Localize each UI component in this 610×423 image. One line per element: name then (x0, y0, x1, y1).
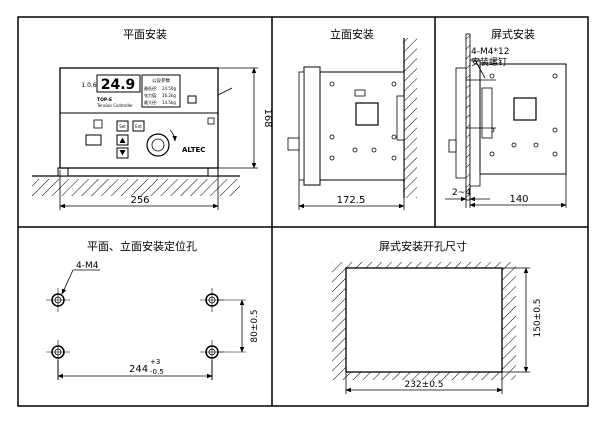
readout-row-label: 最大径: (144, 99, 157, 105)
hole-spacing-x-label: 244 (129, 364, 148, 375)
readout-row-label: 张力值: (144, 92, 157, 98)
flat-height-label: 168 (262, 108, 273, 127)
readout-row-label: 最低径: (144, 85, 157, 91)
holes-title: 平面、立面安装定位孔 (87, 239, 197, 253)
set-button (116, 120, 129, 132)
screw-label: 4-M4*12 (471, 47, 509, 57)
ent-button (132, 120, 145, 132)
cutout-opening (345, 267, 503, 373)
readout-panel (141, 74, 181, 108)
vertical-side-view (287, 38, 417, 198)
mounting-holes (46, 269, 246, 380)
hole-top-left (46, 288, 70, 312)
vertical-mount-title: 立面安装 (330, 27, 374, 41)
cutout-width-label: 232±0.5 (404, 380, 443, 390)
wall-hatch (403, 38, 417, 198)
flat-width-label: 256 (130, 195, 149, 206)
cutout-drawing (332, 262, 530, 394)
adjust-knob (146, 133, 170, 157)
hole-tol-minus: -0.5 (150, 368, 164, 376)
hole-spacing-y-label: 80±0.5 (250, 309, 260, 342)
controller-front-view: 24.9 1.0.6 TOP-E Tension Controller 公设参数… (32, 67, 240, 196)
ground-hatch (32, 178, 240, 196)
display-digits: 1.0.6 (81, 82, 96, 89)
vertical-dimensions (298, 180, 405, 210)
display-value: 24.9 (101, 77, 136, 93)
brand-logo: ALTEC (182, 146, 205, 154)
hole-label: 4-M4 (76, 261, 99, 271)
screen-side-view (448, 33, 567, 201)
screen-width-label: 140 (509, 194, 528, 205)
set-button-label: Set (119, 124, 126, 129)
readout-row-value: 24.50g (162, 86, 176, 91)
cutout-title: 屏式安装开孔尺寸 (379, 239, 467, 253)
readout-row-value: 14.5kg (162, 100, 176, 105)
down-arrow-icon (119, 150, 126, 156)
ent-button-label: Ent (135, 124, 142, 129)
hole-tol-plus: +3 (150, 358, 160, 366)
model-label: TOP-E (97, 97, 112, 103)
vertical-width-label: 172.5 (337, 195, 366, 206)
flat-dimensions (59, 67, 258, 210)
rotate-arrow-icon (169, 129, 177, 142)
flat-mount-title: 平面安装 (123, 27, 167, 41)
screen-gap-label: 2~4 (452, 188, 471, 198)
screw-desc: 安装螺钉 (471, 56, 507, 68)
model-subtitle: Tension Controller (96, 103, 133, 108)
screen-dimensions (445, 174, 567, 208)
display-window (96, 74, 141, 93)
readout-row-value: 16.2kg (162, 93, 176, 98)
cutout-height-label: 150±0.5 (533, 298, 543, 337)
readout-header: 公设参数 (152, 77, 170, 84)
up-arrow-icon (119, 137, 126, 143)
indicator-icon (187, 95, 197, 104)
function-button (85, 134, 102, 146)
screen-mount-title: 屏式安装 (491, 27, 535, 41)
panel-frame (17, 16, 589, 407)
